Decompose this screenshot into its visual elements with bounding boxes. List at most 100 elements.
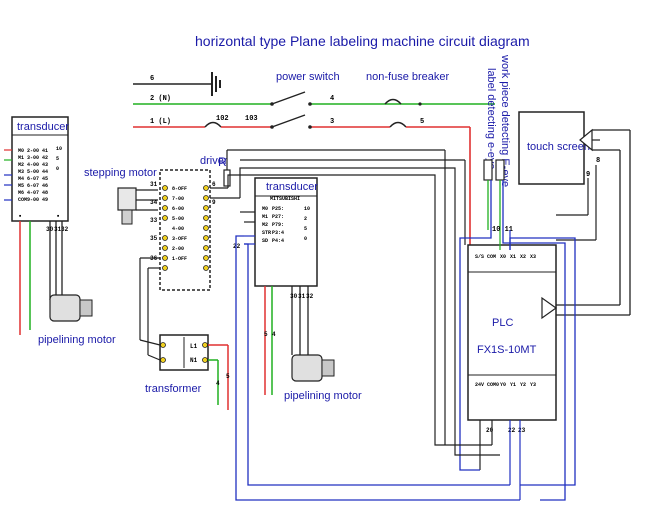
svg-text:9-00 49: 9-00 49	[27, 197, 48, 203]
wire-number-31-left: 31	[54, 226, 62, 233]
svg-text:M0: M0	[18, 148, 24, 154]
transducer-left-box	[11, 116, 69, 222]
svg-text:31: 31	[298, 293, 306, 300]
svg-text:▪: ▪	[18, 213, 22, 221]
svg-text:0: 0	[304, 236, 307, 242]
pipelining-motor-left-label: pipelining motor	[38, 334, 116, 346]
pipelining-motor-mid-label: pipelining motor	[284, 390, 362, 402]
svg-text:COM: COM	[487, 254, 496, 260]
svg-text:4: 4	[216, 380, 220, 387]
touch-screen-arrow-icon	[579, 128, 593, 152]
mitsubishi-label: MITSUBISHI	[270, 196, 300, 202]
wire-number-20: 20	[486, 427, 494, 434]
svg-text:8-OFF: 8-OFF	[172, 186, 187, 192]
fuse-icon	[204, 121, 222, 128]
resistor-r: R	[218, 149, 466, 445]
svg-text:Y1: Y1	[510, 382, 516, 388]
svg-text:10: 10	[56, 146, 62, 152]
svg-text:6-00: 6-00	[172, 206, 184, 212]
breaker-fuse-icon	[389, 121, 407, 128]
svg-text:Y0: Y0	[500, 382, 506, 388]
svg-text:7-00: 7-00	[172, 196, 184, 202]
svg-text:10: 10	[304, 206, 310, 212]
svg-text:32: 32	[306, 293, 314, 300]
svg-text:X3: X3	[530, 254, 536, 260]
wire-number-1l: 1 (L)	[150, 118, 171, 126]
plc-box	[467, 244, 557, 421]
blue-wires	[235, 230, 576, 501]
driver-label: driver	[200, 155, 228, 167]
svg-text:COM0: COM0	[487, 382, 499, 388]
plc-comm-arrow-icon	[541, 296, 558, 320]
svg-text:M5: M5	[18, 183, 24, 189]
svg-text:M1: M1	[18, 155, 24, 161]
svg-text:Y2: Y2	[520, 382, 526, 388]
wire-number-103: 103	[245, 115, 258, 123]
touch-screen-label: touch screen	[527, 141, 590, 153]
svg-text:X2: X2	[520, 254, 526, 260]
svg-text:6: 6	[212, 181, 216, 188]
svg-text:5-00: 5-00	[172, 216, 184, 222]
svg-text:X1: X1	[510, 254, 516, 260]
svg-text:2-00: 2-00	[172, 246, 184, 252]
svg-text:4-00: 4-00	[172, 226, 184, 232]
wire-number-22-mid: 22	[233, 243, 241, 250]
work-piece-eye-label: work piece detecting E-eye	[499, 54, 511, 187]
svg-text:P25:: P25:	[272, 206, 284, 212]
wire-number-6: 6	[150, 75, 154, 83]
touch-screen-box	[518, 111, 585, 185]
stepping-motor-icon	[117, 187, 137, 211]
wire-number-102: 102	[216, 115, 229, 123]
svg-text:COM: COM	[18, 197, 27, 203]
svg-text:P3:4: P3:4	[272, 230, 284, 236]
touch-screen: touch screen 8 9	[518, 111, 631, 315]
svg-text:5: 5	[226, 373, 230, 380]
svg-text:34: 34	[150, 199, 158, 206]
svg-text:SD: SD	[262, 238, 268, 244]
svg-text:5: 5	[264, 331, 268, 338]
svg-text:2: 2	[304, 216, 307, 222]
svg-text:9: 9	[212, 199, 216, 206]
power-lines: 6 2 (N) 4 1 (L) 102 103 3 5 power switch…	[133, 71, 495, 245]
power-switch-contact-n	[271, 91, 306, 105]
transducer-mid-label: transducer	[266, 181, 318, 193]
svg-text:1-OFF: 1-OFF	[172, 256, 187, 262]
svg-text:5-00 44: 5-00 44	[27, 169, 48, 175]
svg-text:3-OFF: 3-OFF	[172, 236, 187, 242]
svg-text:5: 5	[56, 156, 59, 162]
nonfuse-breaker-label: non-fuse breaker	[366, 71, 449, 83]
black-wires	[227, 167, 500, 456]
svg-text:4-07 48: 4-07 48	[27, 190, 48, 196]
motor-left-icon	[49, 294, 81, 322]
pipelining-motor-mid: pipelining motor	[284, 354, 362, 402]
wire-number-8: 8	[596, 157, 600, 165]
ground-icon	[211, 72, 221, 96]
svg-text:30: 30	[290, 293, 298, 300]
resistor-label: R	[218, 155, 227, 169]
svg-text:3-00 42: 3-00 42	[27, 155, 48, 161]
svg-text:M3: M3	[18, 169, 24, 175]
svg-text:4: 4	[272, 331, 276, 338]
transformer-label: transformer	[145, 383, 202, 395]
svg-text:X0: X0	[500, 254, 506, 260]
label-eye-label: label detecting e-eye	[485, 68, 497, 170]
svg-text:6-07 46: 6-07 46	[27, 183, 48, 189]
wire-number-22: 22	[508, 427, 516, 434]
wire-number-5: 5	[420, 118, 424, 126]
svg-text:N1: N1	[190, 357, 198, 364]
plc-model-label: FX1S-10MT	[477, 344, 537, 356]
svg-text:0: 0	[56, 166, 59, 172]
power-switch-contact-l	[271, 114, 306, 128]
svg-text:M2: M2	[262, 222, 268, 228]
motor-mid-icon	[291, 354, 323, 382]
svg-text:M1: M1	[262, 214, 268, 220]
wire-number-30-left: 30	[46, 226, 54, 233]
svg-text:P4:4: P4:4	[272, 238, 284, 244]
wire-number-9: 9	[586, 171, 590, 179]
svg-text:4-00 43: 4-00 43	[27, 162, 48, 168]
svg-text:S/S: S/S	[475, 254, 484, 260]
svg-text:M6: M6	[18, 190, 24, 196]
